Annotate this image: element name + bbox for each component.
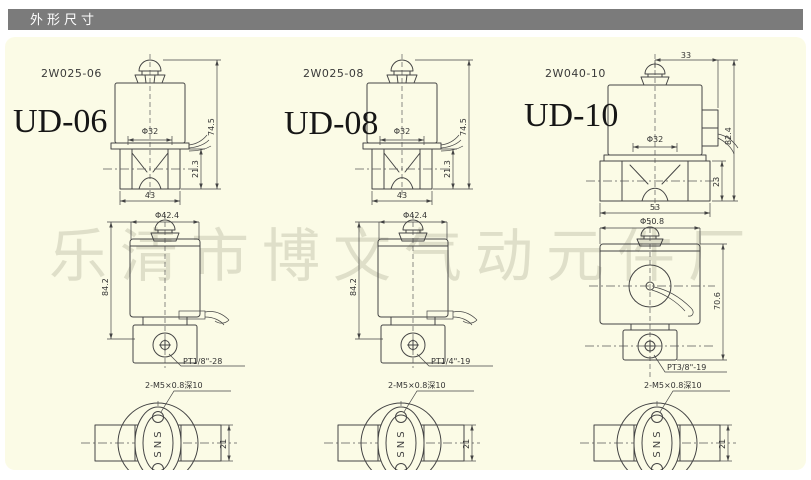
- dim-coil-dia: [379, 136, 425, 145]
- dim-height: [355, 221, 383, 340]
- dim-coil-dia-label: Φ42.4: [155, 211, 179, 220]
- bottom-view-ud08: SNS 2-M5×0.8深10 21: [324, 381, 480, 470]
- thread-leader: [416, 353, 493, 367]
- holes-label: 2-M5×0.8深10: [644, 381, 702, 390]
- dim-coil-dia-label: Φ42.4: [403, 211, 427, 220]
- valve-body: [622, 323, 678, 361]
- holes-leader: [659, 390, 730, 413]
- lead-wires: [440, 134, 464, 152]
- holes-label: 2-M5×0.8深10: [388, 381, 446, 390]
- dim-coil-dia-label: Φ32: [142, 127, 158, 136]
- thread-label: PT1/8"-28: [183, 357, 222, 366]
- front-view-ud08: Φ32 74.5 21.3 43: [355, 54, 473, 205]
- dim-across-flats: [464, 424, 476, 462]
- dim-total-height-label: 82.4: [724, 127, 733, 145]
- mount-boss: [134, 406, 182, 470]
- mount-boss: [633, 406, 681, 470]
- holes-label: 2-M5×0.8深10: [145, 381, 203, 390]
- holes-leader: [160, 390, 231, 413]
- content-panel: 乐清市博文气动元件厂 2W025-06 UD-06: [5, 37, 806, 470]
- thread-leader: [653, 354, 727, 373]
- lead-wires: [178, 310, 230, 326]
- thread-label: PT3/8"-19: [667, 363, 706, 372]
- lead-wires: [651, 286, 694, 317]
- section-title-bar: 外形尺寸: [8, 9, 803, 30]
- dim-total-height: [712, 59, 738, 202]
- dim-across-flats-label: 21: [718, 439, 727, 449]
- dim-coil-dia: [127, 136, 173, 145]
- dim-body-height: [712, 160, 726, 201]
- lead-wires: [426, 310, 478, 326]
- dim-height-label: 84.2: [349, 278, 358, 296]
- dim-body-height: [433, 148, 457, 189]
- connector: [701, 109, 719, 147]
- dim-coil-dia: [599, 226, 701, 244]
- thread-leader: [168, 353, 245, 367]
- front-view-ud06: Φ32 74.5 21.3 43: [103, 54, 221, 205]
- dim-body-height-label: 21.3: [443, 160, 452, 178]
- front-view-ud10: 33 Φ32: [586, 51, 739, 217]
- dim-coil-dia-label: Φ50.8: [640, 217, 664, 226]
- dim-width-label: 43: [145, 191, 155, 200]
- side-view-ud06: Φ42.4 84.2: [101, 211, 245, 368]
- coil-outline: [360, 402, 442, 470]
- side-view-ud10: Φ50.8 70.6: [585, 217, 727, 380]
- dim-body-height-label: 21.3: [191, 160, 200, 178]
- dim-width: [119, 191, 181, 205]
- brand-mark: SNS: [396, 428, 407, 457]
- side-view-ud08: Φ42.4 84.2: [349, 211, 493, 368]
- dim-height-label: 84.2: [101, 278, 110, 296]
- dim-total-height-label: 74.5: [459, 118, 468, 136]
- dim-coil-dia-label: Φ32: [394, 127, 410, 136]
- dim-width-label: 53: [650, 203, 660, 212]
- dim-across-flats: [221, 424, 233, 462]
- holes-leader: [403, 390, 474, 413]
- section-title: 外形尺寸: [30, 13, 99, 28]
- product-code: 2W040-10: [545, 67, 606, 80]
- product-name: UD-10: [524, 97, 619, 134]
- dim-height: [677, 243, 727, 361]
- product-name: UD-08: [284, 105, 379, 142]
- dim-height-label: 70.6: [713, 292, 722, 310]
- thread-label: PT1/4"-19: [431, 357, 470, 366]
- product-name: UD-06: [13, 103, 108, 140]
- dim-height: [107, 221, 135, 340]
- cap-nut: [398, 219, 428, 242]
- valve-body: [380, 316, 446, 364]
- coil-body: [110, 82, 190, 150]
- bottom-view-ud06: SNS 2-M5×0.8深10 21: [81, 381, 237, 470]
- dim-across-flats: [720, 424, 732, 462]
- bottom-view-ud10: SNS 2-M5×0.8深10 21: [580, 381, 736, 470]
- dim-total-height-label: 74.5: [207, 118, 216, 136]
- dim-across-flats-label: 21: [462, 439, 471, 449]
- dim-width: [599, 203, 711, 217]
- lead-wires: [188, 134, 212, 152]
- dim-coil-dia: [632, 143, 678, 152]
- brand-mark: SNS: [153, 428, 164, 457]
- dim-coil-dia-label: Φ32: [647, 135, 663, 144]
- dim-coil-dia: [378, 220, 448, 239]
- dim-width-label: 43: [397, 191, 407, 200]
- coil-outline: [616, 402, 698, 470]
- dim-across-flats-label: 21: [219, 439, 228, 449]
- coil-outline: [117, 402, 199, 470]
- valve-body: [132, 316, 198, 364]
- dim-coil-dia: [130, 220, 200, 239]
- dim-body-height: [181, 148, 205, 189]
- dim-body-height-label: 23: [712, 177, 721, 187]
- dim-width: [371, 191, 433, 205]
- dim-top-offset: [654, 58, 719, 108]
- dim-top-offset-label: 33: [681, 51, 691, 60]
- brand-mark: SNS: [652, 428, 663, 457]
- product-code: 2W025-06: [41, 67, 102, 80]
- product-code: 2W025-08: [303, 67, 364, 80]
- mount-boss: [377, 406, 425, 470]
- cap-nut: [150, 219, 180, 242]
